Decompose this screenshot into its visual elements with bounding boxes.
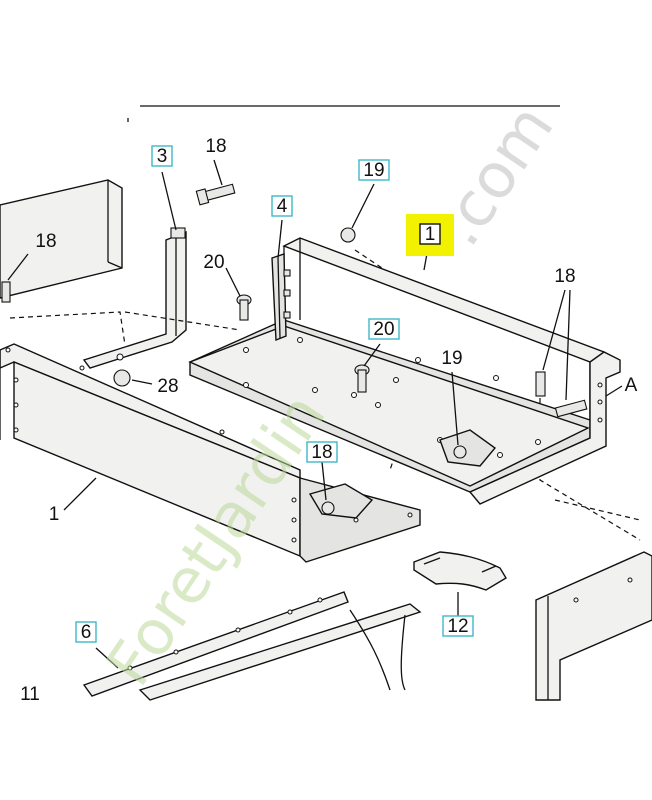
callout-c1b: 1 xyxy=(49,504,60,525)
callout-box xyxy=(271,195,293,217)
callout-label: 18 xyxy=(554,266,575,287)
callout-label: 28 xyxy=(157,376,178,397)
part-3-bracket xyxy=(82,227,187,369)
part-12-plate xyxy=(413,551,507,591)
callout-box xyxy=(419,223,441,245)
callout-c20a: 20 xyxy=(203,252,224,273)
callout-label: 4 xyxy=(277,196,288,217)
leader-lines xyxy=(7,159,623,669)
part-1-left-frame xyxy=(0,343,421,563)
bolt-18-right-a xyxy=(535,371,546,397)
callout-label: 18 xyxy=(35,231,56,252)
callout-label: 18 xyxy=(205,136,226,157)
callout-box xyxy=(358,159,390,181)
part-4-strip xyxy=(271,253,291,342)
watermark-suffix: .com xyxy=(422,91,568,258)
clamp-19 xyxy=(439,429,497,467)
callout-c18d: 18 xyxy=(306,441,338,463)
bolt-18-top xyxy=(195,183,236,206)
bolt-18-right-b xyxy=(554,399,588,418)
callout-c6: 6 xyxy=(75,621,97,643)
callout-c19a: 19 xyxy=(358,159,390,181)
callout-c19b: 19 xyxy=(441,348,462,369)
nut-28 xyxy=(113,369,131,387)
callout-label: 18 xyxy=(311,442,332,463)
callout-label: 1 xyxy=(49,504,60,525)
callout-box xyxy=(306,441,338,463)
callout-label: 12 xyxy=(447,616,468,637)
left-side-panel xyxy=(0,179,123,299)
callout-c28: 28 xyxy=(157,376,178,397)
nut-19-top xyxy=(340,227,356,243)
callout-box xyxy=(442,615,474,637)
callout-label: 20 xyxy=(373,319,394,340)
callout-cA: A xyxy=(625,375,638,396)
bolt-20-center xyxy=(354,364,370,393)
callout-label: 19 xyxy=(363,160,384,181)
callout-c18c: 18 xyxy=(554,266,575,287)
callouts: 3 18 19 4 18 1 20 18 20A 28 19 18 1 6 12 11 xyxy=(20,136,638,705)
bolt-20-left xyxy=(236,294,252,321)
callout-label: A xyxy=(625,375,638,396)
callout-box xyxy=(368,318,400,340)
callout-c18a: 18 xyxy=(205,136,226,157)
part-6-rail xyxy=(82,591,422,701)
callout-label: 11 xyxy=(20,684,40,705)
callout-c11: 11 xyxy=(20,684,40,705)
callout-label: 6 xyxy=(81,622,92,643)
callout-c18b: 18 xyxy=(35,231,56,252)
callout-label: 3 xyxy=(157,146,168,167)
callout-label: 19 xyxy=(441,348,462,369)
callout-c1a: 1 xyxy=(406,214,454,256)
frame-lines xyxy=(127,105,560,122)
right-lower-frame xyxy=(535,551,652,701)
callout-c4: 4 xyxy=(271,195,293,217)
callout-c3: 3 xyxy=(151,145,173,167)
callout-box xyxy=(151,145,173,167)
callout-label: 1 xyxy=(425,224,436,245)
callout-c20b: 20 xyxy=(368,318,400,340)
callout-c12: 12 xyxy=(442,615,474,637)
fasteners xyxy=(1,183,588,519)
bolt-18-left xyxy=(1,281,11,303)
callout-box xyxy=(75,621,97,643)
callout-label: 20 xyxy=(203,252,224,273)
